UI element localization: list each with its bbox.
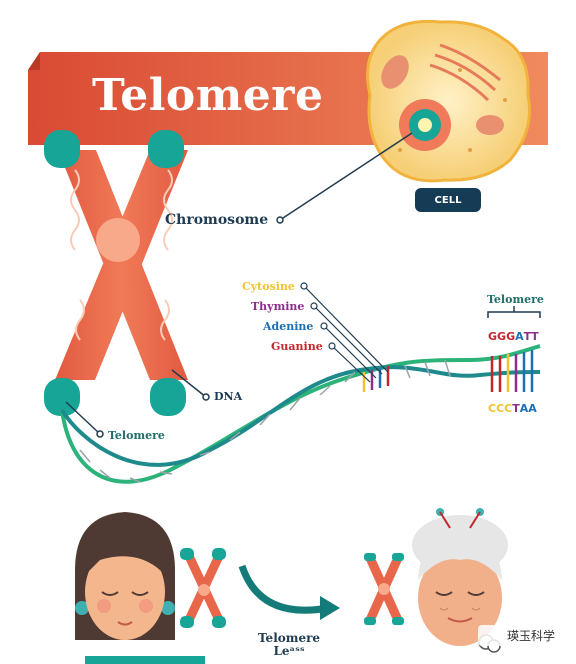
sequence-base: C: [504, 402, 513, 415]
chromosome-illustration: [44, 130, 188, 416]
sequence-base: A: [519, 402, 529, 415]
watermark-text: 瑛玉科学: [507, 629, 556, 643]
sequence-base: A: [515, 330, 524, 343]
sequence-base: G: [497, 330, 507, 343]
dna-label: DNA: [214, 390, 243, 403]
chromosome-pointer: [279, 132, 413, 221]
sequence-top: GGGATT: [488, 330, 539, 343]
cell-illustration: [366, 19, 532, 183]
cell-badge: CELL: [415, 188, 481, 212]
sequence-base: G: [488, 330, 498, 343]
sequence-base: C: [488, 402, 497, 415]
dna-helix: [60, 344, 541, 484]
sequence-base: T: [531, 330, 539, 343]
chromosome-label: Chromosome: [165, 212, 269, 228]
sequence-base: T: [512, 402, 520, 415]
sequence-base: T: [523, 330, 532, 343]
chromosome-short: [364, 553, 404, 625]
page-title: Telomere: [92, 70, 324, 121]
old-face: [412, 508, 508, 646]
sequence-base: C: [496, 402, 505, 415]
telomere-label-dna: Telomere: [487, 293, 544, 306]
sequence-bottom: CCCTAA: [488, 402, 537, 415]
sequence-base: A: [528, 402, 537, 415]
telomere-label-chromosome: Telomere: [108, 429, 165, 442]
thymine-label: Thymine: [251, 300, 305, 313]
young-face: [75, 512, 205, 664]
watermark: 瑛玉科学: [478, 625, 560, 646]
adenine-label: Adenine: [263, 320, 314, 333]
aging-arrow: [238, 564, 329, 614]
cytosine-label: Cytosine: [242, 280, 295, 293]
chromosome-long: [180, 548, 226, 628]
telomere-loss-label: Telomere Leᵃˢˢ: [258, 631, 321, 658]
sequence-base: G: [506, 330, 516, 343]
guanine-label: Guanine: [271, 340, 323, 353]
